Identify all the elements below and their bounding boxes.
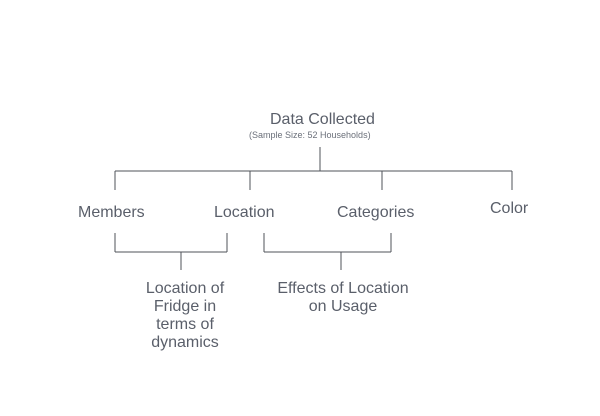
branch-location: Location [214,204,275,221]
branch-members: Members [78,204,145,221]
sub-node-location-usage: Effects of Location on Usage [277,280,409,315]
sub-node-location-dynamics: Location of Fridge in terms of dynamics [145,280,225,351]
branch-categories: Categories [337,204,415,221]
root-subtitle: (Sample Size: 52 Households) [249,130,371,140]
branch-color: Color [490,200,529,217]
root-title: Data Collected [270,111,375,128]
